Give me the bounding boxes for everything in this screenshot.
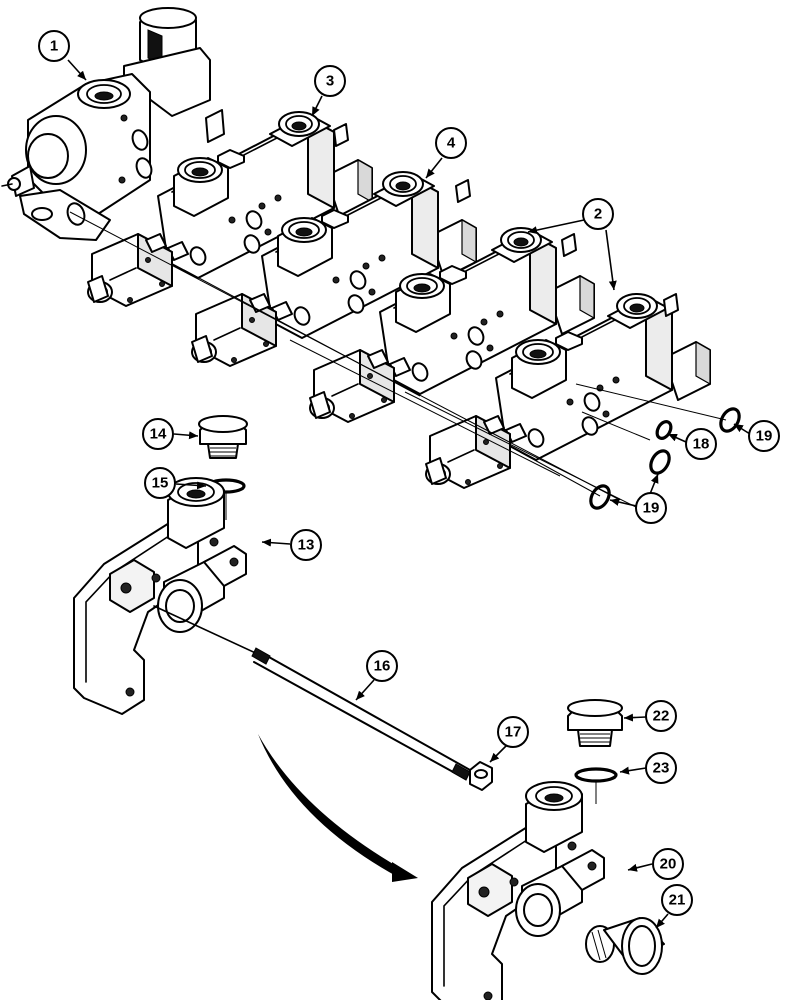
svg-text:19: 19 [643,500,660,517]
callout-17: 17 [489,716,529,763]
callout-1: 1 [38,30,87,81]
callout-19-upper: 19 [733,420,780,452]
callout-16: 16 [355,650,398,701]
tie-rod-part-16 [153,605,471,781]
nut-part-17 [469,761,493,791]
callout-15: 15 [144,467,207,499]
svg-text:14: 14 [150,426,167,443]
o-rings-18-19 [589,407,741,510]
o-ring-part-23 [574,767,618,783]
side-fittings [333,123,679,317]
svg-text:21: 21 [669,892,686,909]
end-cover-part-13 [73,477,247,715]
callout-3: 3 [311,65,346,117]
callout-13: 13 [261,529,322,561]
svg-text:22: 22 [653,708,670,725]
svg-text:18: 18 [693,436,710,453]
svg-text:15: 15 [152,475,169,492]
svg-text:4: 4 [447,135,456,152]
callout-22: 22 [623,700,677,732]
svg-text:19: 19 [756,428,773,445]
callout-18: 18 [667,428,717,460]
curved-arrow [258,734,418,882]
fitting-part-21 [585,917,665,975]
end-cover-part-20 [431,781,605,1000]
callout-21: 21 [655,884,693,929]
svg-text:13: 13 [298,537,315,554]
svg-text:17: 17 [505,724,522,741]
svg-text:23: 23 [653,760,670,777]
plug-part-22 [567,699,623,747]
svg-text:16: 16 [374,658,391,675]
inlet-section-part-1 [1,7,225,241]
callout-14: 14 [142,418,199,450]
callout-23: 23 [619,752,677,784]
svg-text:2: 2 [594,206,602,223]
callout-19-lower: 19 [609,473,667,524]
svg-text:20: 20 [660,856,677,873]
plug-part-14 [198,415,248,459]
callout-20: 20 [627,848,684,880]
svg-text:1: 1 [50,38,58,55]
svg-text:3: 3 [326,73,334,90]
callout-4: 4 [425,127,467,179]
callout-2: 2 [527,198,617,291]
